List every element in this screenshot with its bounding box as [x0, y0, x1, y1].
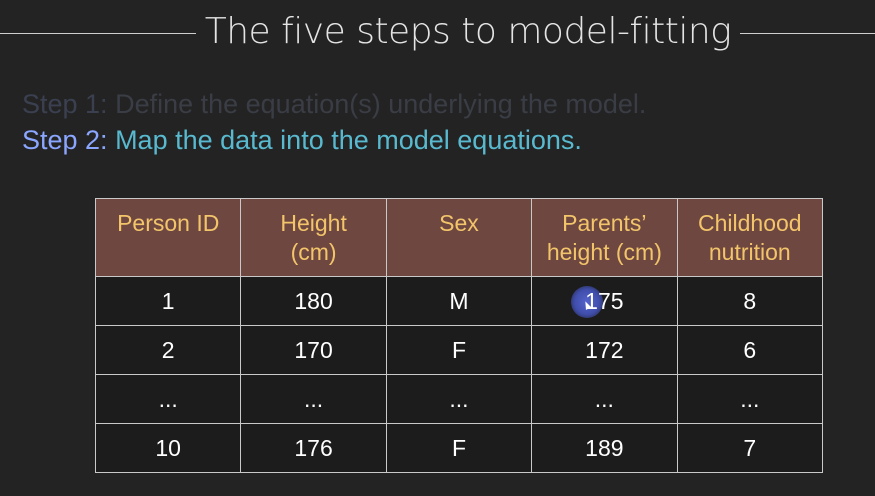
table-cell: ...: [94, 374, 242, 424]
table-cell: 10: [94, 423, 242, 473]
table-cell: 172: [531, 325, 678, 375]
table-cell: 1: [94, 276, 242, 326]
step-2-line: Step 2: Map the data into the model equa…: [22, 124, 582, 156]
slide-title: The five steps to model-fitting: [204, 11, 732, 52]
table-cell: ...: [240, 374, 387, 424]
step-2-label: Step 2:: [22, 125, 108, 155]
step-1-text: Define the equation(s) underlying the mo…: [107, 89, 647, 119]
table-cell: 189: [531, 423, 678, 473]
header-person-id: Person ID: [94, 198, 242, 277]
table-cell: ...: [531, 374, 678, 424]
table-cell: 2: [94, 325, 242, 375]
title-rule-right: [740, 33, 875, 34]
header-parents-height: Parents’height (cm): [531, 198, 678, 277]
table-cell: 170: [240, 325, 387, 375]
table-cell: 180: [240, 276, 387, 326]
table-cell: 7: [676, 423, 824, 473]
table-cell: 175: [531, 276, 678, 326]
table-cell: F: [385, 325, 533, 375]
table-cell: ...: [676, 374, 824, 424]
table-cell: F: [385, 423, 533, 473]
table-cell: M: [385, 276, 533, 326]
table-cell: 8: [676, 276, 824, 326]
step-1-line: Step 1: Define the equation(s) underlyin…: [22, 88, 646, 120]
step-2-text: Map the data into the model equations.: [107, 125, 582, 155]
title-rule-left: [0, 33, 196, 34]
table-cell: 176: [240, 423, 387, 473]
table-cell: ...: [385, 374, 533, 424]
table-row: 10 176 F 189 7: [94, 423, 824, 473]
step-1-label: Step 1:: [22, 89, 108, 119]
table-row: 1 180 M 175 8: [94, 276, 824, 326]
table-cell: 6: [676, 325, 824, 375]
data-table: Person ID Height(cm) Sex Parents’height …: [94, 198, 824, 473]
table-header-row: Person ID Height(cm) Sex Parents’height …: [94, 198, 824, 277]
table-row: ... ... ... ... ...: [94, 374, 824, 424]
header-sex: Sex: [385, 198, 533, 277]
table-row: 2 170 F 172 6: [94, 325, 824, 375]
header-height: Height(cm): [240, 198, 387, 277]
